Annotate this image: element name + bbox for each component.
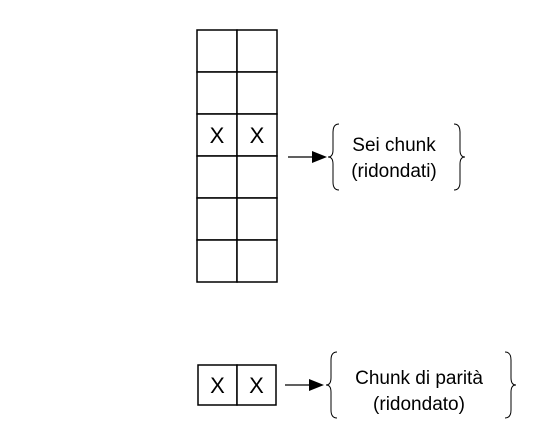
chunk-mark: X — [250, 123, 265, 148]
parity-chunk-mark: X — [210, 373, 225, 398]
chunk-cell — [196, 239, 238, 283]
right-brace-parity — [504, 351, 517, 419]
chunk-cell — [196, 113, 238, 157]
chunk-cell — [196, 29, 238, 73]
left-brace-six-chunks — [327, 123, 340, 191]
chunk-cell — [196, 197, 238, 241]
chunk-cell — [236, 29, 278, 73]
six-chunks-label-line1: Sei chunk — [352, 135, 436, 156]
parity-label-line2: (ridondato) — [373, 394, 465, 415]
parity-label-line1: Chunk di parità — [355, 368, 483, 389]
parity-chunk-cell — [236, 364, 277, 406]
chunk-cell — [236, 197, 278, 241]
parity-chunk-cell — [197, 364, 238, 406]
right-brace-six-chunks — [453, 123, 466, 191]
arrow-to-parity — [285, 379, 324, 391]
chunk-mark: X — [210, 123, 225, 148]
chunk-cell — [236, 71, 278, 115]
left-brace-parity — [325, 351, 338, 419]
parity-chunk-mark: X — [249, 373, 264, 398]
chunk-cell — [236, 239, 278, 283]
chunk-cell — [236, 155, 278, 199]
six-chunks-label-line2: (ridondati) — [351, 161, 437, 182]
arrow-to-six-chunks — [288, 151, 327, 163]
chunk-cell — [196, 71, 238, 115]
chunk-cell — [196, 155, 238, 199]
